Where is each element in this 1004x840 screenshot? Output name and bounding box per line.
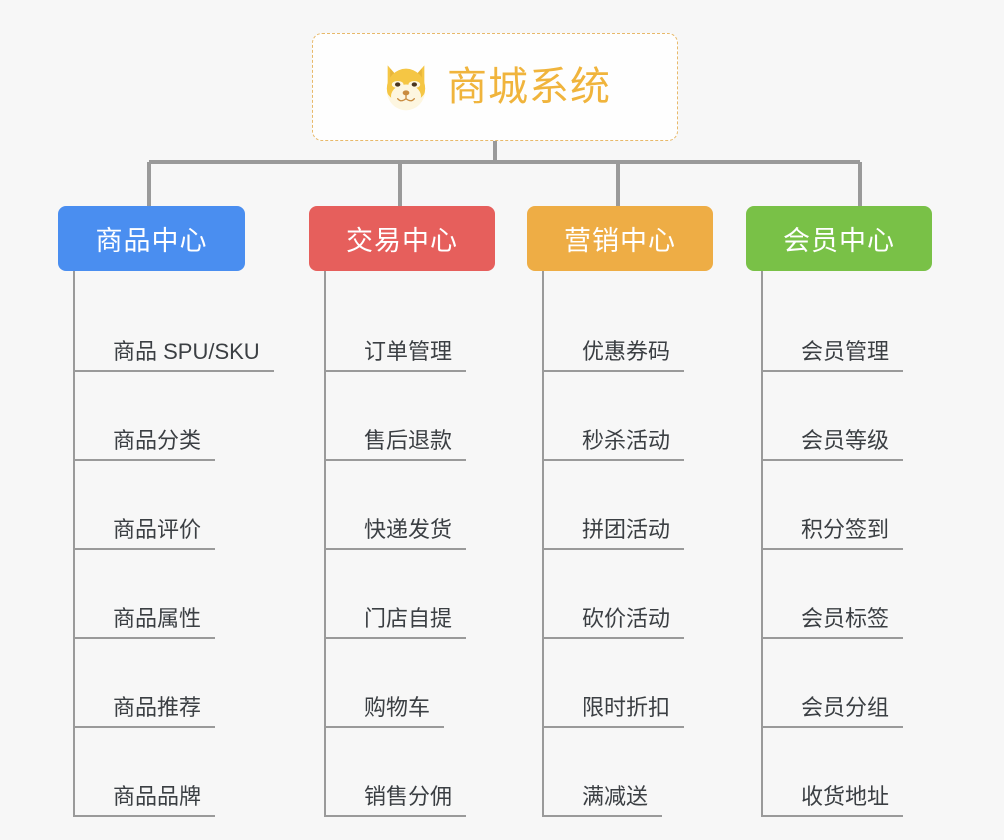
list-item[interactable]: 商品分类	[75, 372, 274, 461]
leaf-underline: 砍价活动	[544, 606, 685, 639]
category-label-0: 商品中心	[95, 226, 208, 256]
leaf-underline: 限时折扣	[544, 695, 685, 728]
leaf-label: 会员标签	[801, 606, 890, 631]
leaf-label: 限时折扣	[582, 695, 671, 720]
leaf-underline: 商品分类	[75, 428, 216, 461]
leaf-label: 拼团活动	[582, 517, 671, 542]
list-item[interactable]: 优惠券码	[544, 283, 713, 372]
list-item[interactable]: 售后退款	[326, 372, 495, 461]
leaf-underline: 商品评价	[75, 517, 216, 550]
leaf-label: 会员分组	[801, 695, 890, 720]
leaf-underline: 满减送	[544, 784, 663, 817]
list-item[interactable]: 会员分组	[763, 639, 932, 728]
list-item[interactable]: 销售分佣	[326, 728, 495, 817]
list-item[interactable]: 拼团活动	[544, 461, 713, 550]
leaf-underline: 商品 SPU/SKU	[75, 341, 274, 372]
leaf-rail-2: 优惠券码 秒杀活动 拼团活动 砍价活动 限时折扣	[542, 271, 713, 817]
leaf-rail-3: 会员管理 会员等级 积分签到 会员标签 会员分组	[761, 271, 932, 817]
list-item[interactable]: 购物车	[326, 639, 495, 728]
leaf-label: 购物车	[364, 695, 431, 720]
leaf-rail-0: 商品 SPU/SKU 商品分类 商品评价 商品属性 商品推荐	[73, 271, 274, 817]
list-item[interactable]: 订单管理	[326, 283, 495, 372]
list-item[interactable]: 会员标签	[763, 550, 932, 639]
leaf-label: 商品分类	[113, 428, 202, 453]
leaf-rail-1: 订单管理 售后退款 快递发货 门店自提 购物车	[324, 271, 495, 817]
category-column-0: 商品中心 商品 SPU/SKU 商品分类 商品评价 商品属性	[58, 206, 274, 817]
list-item[interactable]: 收货地址	[763, 728, 932, 817]
category-label-2: 营销中心	[564, 226, 676, 256]
list-item[interactable]: 会员管理	[763, 283, 932, 372]
leaf-label: 商品属性	[113, 606, 202, 631]
leaf-label: 满减送	[582, 784, 649, 809]
leaf-label: 售后退款	[364, 428, 453, 453]
leaf-underline: 快递发货	[326, 517, 467, 550]
list-item[interactable]: 满减送	[544, 728, 713, 817]
leaf-underline: 售后退款	[326, 428, 467, 461]
list-item[interactable]: 门店自提	[326, 550, 495, 639]
leaf-underline: 秒杀活动	[544, 428, 685, 461]
leaf-label: 商品 SPU/SKU	[113, 339, 260, 364]
leaf-label: 销售分佣	[364, 784, 453, 809]
list-item[interactable]: 商品推荐	[75, 639, 274, 728]
root-title: 商城系统	[447, 65, 611, 109]
leaf-underline: 购物车	[326, 695, 445, 728]
leaf-underline: 收货地址	[763, 784, 904, 817]
leaf-label: 订单管理	[364, 339, 453, 364]
root-node[interactable]: 商城系统	[312, 33, 678, 141]
leaf-label: 商品评价	[113, 517, 202, 542]
leaf-underline: 会员管理	[763, 339, 904, 372]
leaf-label: 门店自提	[364, 606, 453, 631]
leaf-underline: 商品品牌	[75, 784, 216, 817]
list-item[interactable]: 会员等级	[763, 372, 932, 461]
leaf-underline: 会员标签	[763, 606, 904, 639]
category-column-2: 营销中心 优惠券码 秒杀活动 拼团活动 砍价活动	[527, 206, 713, 817]
leaf-underline: 订单管理	[326, 339, 467, 372]
leaf-underline: 商品属性	[75, 606, 216, 639]
leaf-underline: 销售分佣	[326, 784, 467, 817]
leaf-label: 会员等级	[801, 428, 890, 453]
category-column-1: 交易中心 订单管理 售后退款 快递发货 门店自提	[309, 206, 495, 817]
leaf-label: 会员管理	[801, 339, 890, 364]
leaf-underline: 优惠券码	[544, 339, 685, 372]
category-header-3[interactable]: 会员中心	[746, 206, 932, 271]
list-item[interactable]: 快递发货	[326, 461, 495, 550]
list-item[interactable]: 商品 SPU/SKU	[75, 283, 274, 372]
leaf-label: 砍价活动	[582, 606, 671, 631]
list-item[interactable]: 秒杀活动	[544, 372, 713, 461]
list-item[interactable]: 商品属性	[75, 550, 274, 639]
leaf-underline: 会员分组	[763, 695, 904, 728]
leaf-underline: 拼团活动	[544, 517, 685, 550]
leaf-label: 快递发货	[364, 517, 453, 542]
category-column-3: 会员中心 会员管理 会员等级 积分签到 会员标签	[746, 206, 932, 817]
leaf-label: 秒杀活动	[582, 428, 671, 453]
category-header-0[interactable]: 商品中心	[58, 206, 245, 271]
leaf-label: 优惠券码	[582, 339, 671, 364]
leaf-underline: 积分签到	[763, 517, 904, 550]
shiba-dog-emoji	[386, 65, 426, 111]
list-item[interactable]: 商品品牌	[75, 728, 274, 817]
leaf-label: 商品推荐	[113, 695, 202, 720]
leaf-label: 商品品牌	[113, 784, 202, 809]
category-label-3: 会员中心	[783, 226, 895, 256]
category-label-1: 交易中心	[346, 226, 458, 256]
category-header-2[interactable]: 营销中心	[527, 206, 713, 271]
leaf-label: 收货地址	[801, 784, 890, 809]
list-item[interactable]: 限时折扣	[544, 639, 713, 728]
list-item[interactable]: 积分签到	[763, 461, 932, 550]
list-item[interactable]: 砍价活动	[544, 550, 713, 639]
list-item[interactable]: 商品评价	[75, 461, 274, 550]
leaf-underline: 商品推荐	[75, 695, 216, 728]
category-header-1[interactable]: 交易中心	[309, 206, 495, 271]
leaf-label: 积分签到	[801, 517, 890, 542]
leaf-underline: 门店自提	[326, 606, 467, 639]
leaf-underline: 会员等级	[763, 428, 904, 461]
